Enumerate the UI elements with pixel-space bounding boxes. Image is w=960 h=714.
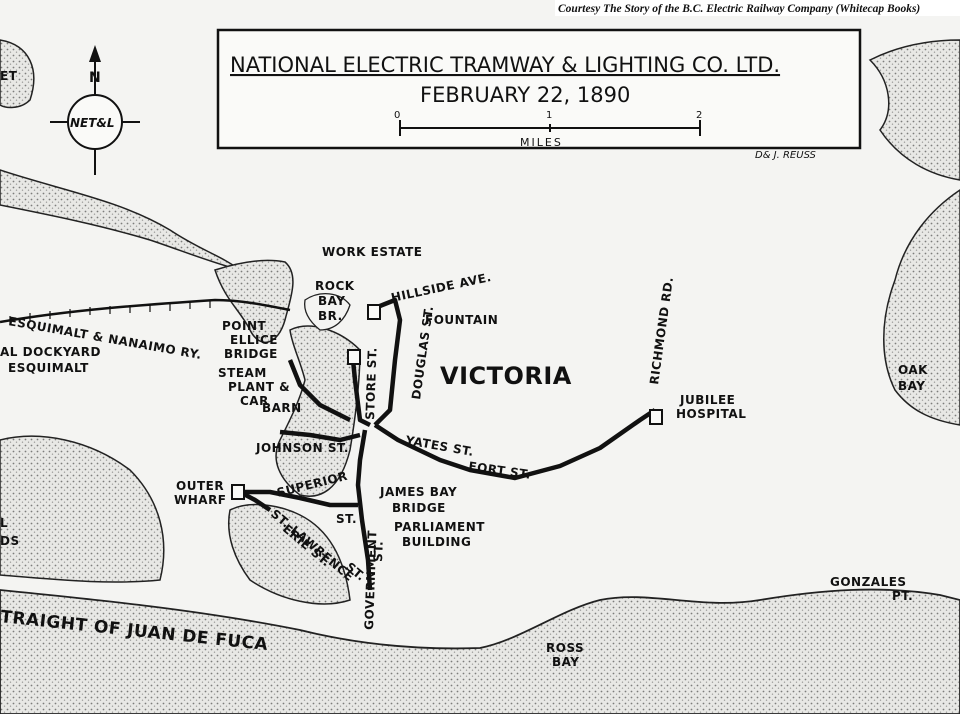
label-richmond: RICHMOND RD. — [647, 276, 676, 386]
station-jubilee — [649, 409, 663, 425]
label-work-estate: WORK ESTATE — [322, 245, 423, 259]
railway-ticks — [9, 300, 211, 324]
label-jubilee-1: JUBILEE — [679, 393, 735, 407]
water-oak-bay — [883, 189, 960, 426]
label-fort: FORT ST. — [468, 459, 532, 482]
label-government: GOVERNMENT — [362, 529, 379, 630]
label-hillside: HILLSIDE AVE. — [390, 270, 493, 305]
label-ross-bay-2: BAY — [552, 655, 579, 669]
compass-rose: N NET&L — [50, 45, 140, 175]
label-gonzales-2: PT. — [892, 589, 913, 603]
label-steam-3: CAR — [240, 394, 269, 408]
water-top-right — [868, 39, 960, 181]
label-left-l: L — [0, 516, 8, 530]
label-parliament-1: PARLIAMENT — [394, 520, 485, 534]
scale-bar: 0 1 2 MILES — [394, 110, 702, 149]
label-government-st: ST. — [371, 541, 386, 563]
scale-tick-1: 1 — [546, 110, 552, 121]
tram-johnson-west — [279, 429, 361, 443]
label-outer-wharf-1: OUTER — [176, 479, 224, 493]
tram-superior — [240, 489, 358, 508]
water-gorge — [214, 259, 294, 344]
label-gonzales-1: GONZALES — [830, 575, 907, 589]
label-steam-2: PLANT & — [228, 380, 290, 394]
compass-north: N — [89, 70, 101, 86]
label-dockyard-2: ESQUIMALT — [8, 361, 89, 375]
label-left-ds: DS — [0, 534, 20, 548]
tram-yates-fort — [373, 408, 657, 481]
label-superior-st: ST. — [336, 512, 357, 526]
label-left-et: ET — [0, 69, 18, 83]
label-ross-bay-1: ROSS — [546, 641, 584, 655]
label-jubilee-2: HOSPITAL — [676, 407, 746, 421]
water-top-left-inlet — [0, 39, 35, 109]
scale-unit: MILES — [520, 136, 563, 149]
label-oak-bay-2: BAY — [898, 379, 925, 393]
station-outer-wharf — [231, 484, 245, 500]
label-steam-4: BARN — [262, 401, 302, 415]
label-outer-wharf-2: WHARF — [174, 493, 227, 507]
label-dockyard-1: AL DOCKYARD — [0, 345, 101, 359]
label-douglas: DOUGLAS ST. — [409, 305, 436, 401]
label-james-bay-2: BRIDGE — [392, 501, 446, 515]
company-title: NATIONAL ELECTRIC TRAMWAY & LIGHTING CO.… — [230, 53, 780, 77]
credit-backdrop — [555, 0, 960, 16]
label-parliament-2: BUILDING — [402, 535, 471, 549]
tram-point-ellice — [287, 359, 352, 423]
label-point-ellice-2: ELLICE — [230, 333, 278, 347]
label-point-ellice-1: POINT — [222, 319, 267, 333]
label-fountain: FOUNTAIN — [425, 313, 498, 327]
label-james-bay-1: JAMES BAY — [379, 485, 457, 499]
compass-logo: NET&L — [70, 116, 115, 130]
water-west-bay — [0, 435, 165, 583]
label-steam-1: STEAM — [218, 366, 267, 380]
map-date: FEBRUARY 22, 1890 — [420, 83, 630, 107]
station-fountain — [367, 304, 381, 320]
label-rock-bay-3: BR. — [318, 309, 343, 323]
label-rock-bay-1: ROCK — [315, 279, 355, 293]
label-yates: YATES ST. — [403, 433, 475, 459]
credit-line: Courtesy The Story of the B.C. Electric … — [558, 3, 920, 15]
water-esquimalt-arm — [0, 169, 241, 271]
label-rock-bay-2: BAY — [318, 294, 345, 308]
water-james-bay — [228, 503, 351, 605]
label-johnson: JOHNSON ST. — [255, 441, 349, 455]
label-store: STORE ST. — [363, 347, 380, 420]
label-oak-bay-1: OAK — [898, 363, 928, 377]
label-victoria: VICTORIA — [440, 362, 572, 390]
land-rock-bay — [304, 293, 351, 331]
esquimalt-nanaimo-railway — [0, 298, 291, 324]
tram-government — [355, 429, 373, 591]
scale-tick-2: 2 — [696, 110, 702, 121]
station-store — [347, 349, 361, 365]
map-author: D& J. REUSS — [755, 150, 817, 161]
tram-douglas-hillside — [369, 297, 403, 427]
water-strait — [0, 588, 960, 714]
scale-tick-0: 0 — [394, 110, 400, 121]
station-markers — [231, 304, 663, 500]
label-point-ellice-3: BRIDGE — [224, 347, 278, 361]
